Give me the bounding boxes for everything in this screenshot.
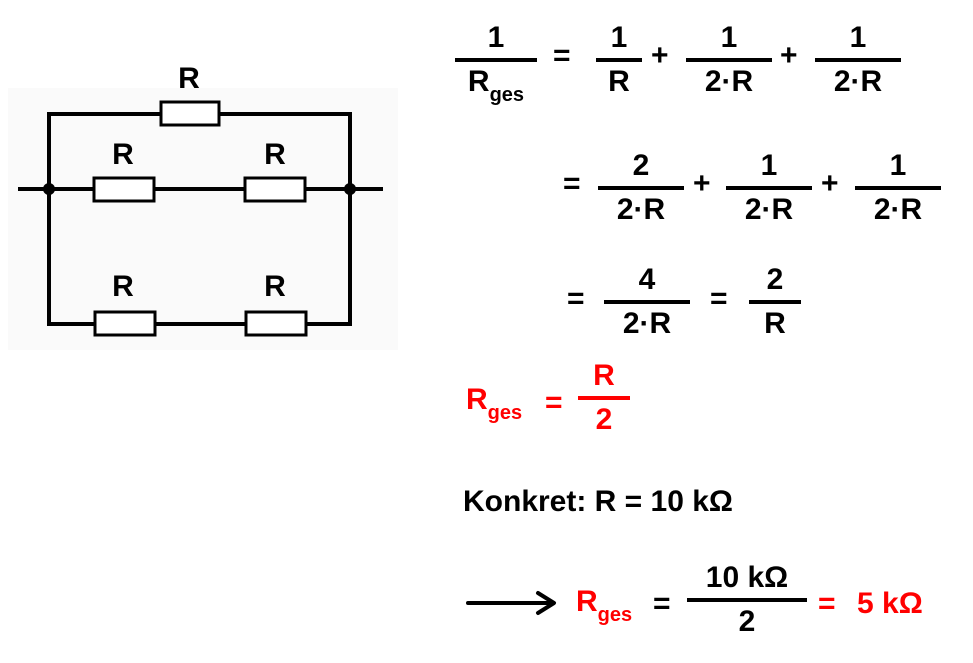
denominator: 2: [738, 605, 756, 638]
circuit-background: [8, 88, 398, 350]
equals-sign: =: [545, 386, 563, 419]
equals-sign: =: [710, 282, 728, 315]
fraction-10k-over-2: 10 kΩ 2: [687, 562, 807, 638]
denominator: 2·R: [622, 307, 672, 340]
fraction-term: 1 2·R: [855, 150, 941, 226]
denominator: 2·R: [704, 65, 754, 98]
fraction-bar: [687, 598, 807, 602]
resistor-bottom-left: [93, 310, 157, 337]
resistor-label-bottom-left: R: [112, 270, 134, 303]
equals-sign: =: [563, 167, 581, 200]
denominator: Rges: [467, 65, 524, 107]
fraction-bar: [455, 58, 537, 62]
resistor-bottom-right: [244, 310, 308, 337]
denominator: 2·R: [833, 65, 883, 98]
r-symbol: R: [466, 383, 488, 416]
fraction-term: 4 2·R: [604, 264, 690, 340]
plus-sign: +: [780, 39, 798, 72]
numerator: 1: [720, 21, 738, 54]
denominator: R: [764, 307, 786, 340]
fraction-bar: [815, 58, 901, 62]
numerator: 4: [638, 263, 656, 296]
numerator: 2: [766, 263, 784, 296]
result-lhs: Rges: [466, 383, 522, 425]
numerator: 1: [487, 21, 505, 54]
equals-sign: =: [553, 39, 571, 72]
fraction-bar: [604, 300, 690, 304]
fraction-bar: [749, 300, 801, 304]
numerator: 10 kΩ: [705, 561, 789, 594]
junction-right: [344, 183, 356, 195]
fraction-term: 2 2·R: [598, 150, 684, 226]
denominator: 2: [595, 403, 613, 436]
final-lhs: Rges: [576, 585, 632, 627]
concrete-value-text: Konkret: R = 10 kΩ: [463, 485, 733, 518]
resistor-label-bottom-right: R: [264, 270, 286, 303]
denominator: 2·R: [616, 193, 666, 226]
fraction-bar: [726, 186, 812, 190]
r-symbol: R: [576, 585, 598, 618]
resistor-label-top: R: [178, 62, 200, 95]
fraction-r-over-2: R 2: [578, 360, 630, 436]
fraction-term: 2 R: [749, 264, 801, 340]
fraction-bar: [598, 186, 684, 190]
equals-sign: =: [818, 587, 836, 620]
junction-left: [43, 183, 55, 195]
fraction-term: 1 R: [596, 22, 642, 98]
resistor-label-middle-left: R: [112, 138, 134, 171]
fraction-bar: [686, 58, 772, 62]
fraction-bar: [578, 396, 630, 400]
plus-sign: +: [651, 39, 669, 72]
arrow-right-icon: [466, 591, 556, 615]
final-value: 5 kΩ: [857, 587, 923, 620]
fraction-bar: [855, 186, 941, 190]
subscript-ges: ges: [489, 84, 525, 106]
plus-sign: +: [693, 167, 711, 200]
numerator: 2: [632, 149, 650, 182]
fraction-term: 1 2·R: [686, 22, 772, 98]
fraction-bar: [596, 58, 642, 62]
numerator: 1: [889, 149, 907, 182]
subscript-ges: ges: [597, 604, 633, 626]
numerator: 1: [849, 21, 867, 54]
subscript-ges: ges: [487, 402, 523, 424]
equals-sign: =: [567, 282, 585, 315]
circuit-diagram: [18, 100, 383, 337]
plus-sign: +: [821, 167, 839, 200]
denominator: 2·R: [744, 193, 794, 226]
resistor-middle-left: [92, 176, 156, 203]
fraction-term: 1 2·R: [815, 22, 901, 98]
resistor-top: [159, 100, 221, 127]
resistor-middle-right: [243, 176, 307, 203]
fraction-1-over-rges: 1 Rges: [455, 21, 537, 107]
denominator: R: [608, 65, 630, 98]
r-symbol: R: [467, 65, 490, 98]
numerator: 1: [610, 21, 628, 54]
equals-sign: =: [653, 587, 671, 620]
numerator: 1: [760, 149, 778, 182]
fraction-term: 1 2·R: [726, 150, 812, 226]
denominator: 2·R: [873, 193, 923, 226]
numerator: R: [593, 359, 615, 392]
resistor-label-middle-right: R: [264, 138, 286, 171]
